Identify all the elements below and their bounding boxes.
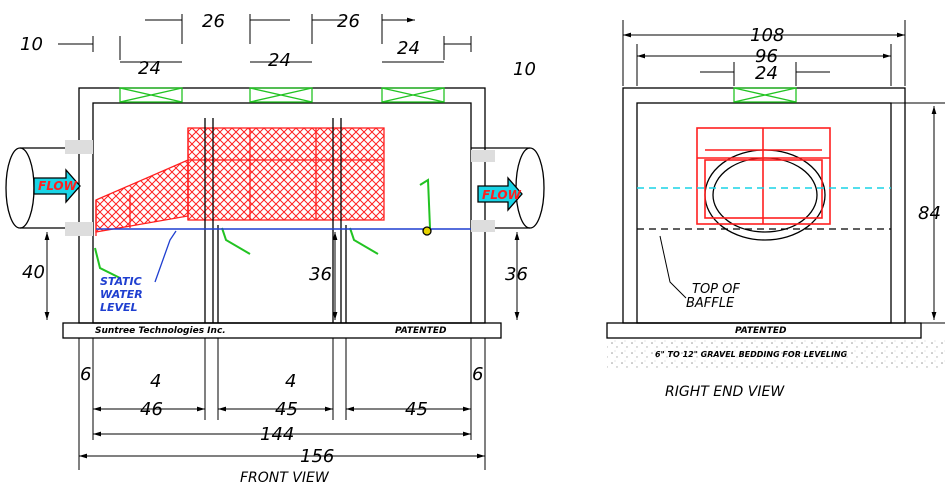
patented-front: PATENTED [395, 326, 447, 336]
bottom-dimensions [78, 338, 486, 470]
top-dimensions [58, 14, 472, 63]
gravel-bed [607, 338, 945, 370]
float-indicator [422, 226, 432, 236]
dim-156: 156 [300, 446, 334, 467]
dim-108: 108 [750, 25, 784, 46]
dim-10-left: 10 [20, 34, 43, 55]
end-lid-opening [733, 87, 797, 103]
baffle-posts [204, 118, 347, 323]
dim-top-26a: 26 [202, 11, 225, 32]
lid-openings [119, 87, 445, 103]
dim-36-right: 36 [505, 264, 528, 285]
filter-fins [94, 178, 431, 279]
dim-24-a: 24 [138, 58, 161, 79]
dim-6-left: 6 [80, 364, 91, 385]
dim-84: 84 [918, 203, 941, 224]
gravel-label: 6" TO 12" GRAVEL BEDDING FOR LEVELING [655, 350, 848, 359]
front-labels: 26 26 10 24 24 24 10 FLOW FLOW STATIC WA… [20, 11, 536, 486]
end-dimensions [622, 20, 945, 324]
flow-label-left: FLOW [38, 179, 78, 193]
dim-40: 40 [22, 262, 45, 283]
pipe-section [704, 149, 826, 241]
patented-end: PATENTED [735, 326, 787, 336]
dim-45-a: 45 [275, 399, 298, 420]
height-dimensions [44, 232, 520, 320]
flow-arrow-right [477, 176, 523, 212]
end-view [606, 20, 945, 370]
dim-45-b: 45 [405, 399, 428, 420]
end-basket [696, 127, 831, 225]
dim-144: 144 [260, 424, 294, 445]
maker-label: Suntree Technologies Inc. [95, 326, 226, 336]
pipe-section-inner [712, 157, 818, 233]
vault-base-slab [62, 322, 502, 339]
dim-24-b: 24 [268, 50, 291, 71]
end-labels: 108 96 24 84 TOP OF BAFFLE PATENTED 6" T… [655, 25, 941, 400]
baffle-leader [659, 235, 687, 299]
dim-36-mid: 36 [309, 264, 332, 285]
baffle-label-2: BAFFLE [686, 296, 735, 311]
flow-arrow-left [33, 168, 81, 204]
end-vault-outer [622, 87, 906, 324]
static-label-3: LEVEL [100, 301, 138, 314]
front-view [5, 14, 545, 470]
end-vault-inner [636, 102, 892, 324]
water-leader [154, 230, 177, 283]
dim-46: 46 [140, 399, 163, 420]
dim-96: 96 [755, 46, 778, 67]
front-view-title: FRONT VIEW [240, 470, 330, 486]
dim-4-b: 4 [285, 371, 296, 392]
dim-4-a: 4 [150, 371, 161, 392]
end-view-title: RIGHT END VIEW [665, 384, 785, 400]
baffle-label-1: TOP OF [692, 282, 740, 297]
static-label-1: STATIC [100, 275, 142, 288]
static-label-2: WATER [100, 288, 143, 301]
dim-6-right: 6 [472, 364, 483, 385]
flow-label-right: FLOW [482, 188, 522, 202]
dim-top-26b: 26 [337, 11, 360, 32]
dim-24-end: 24 [755, 63, 778, 84]
screen-basket [95, 127, 385, 236]
dim-24-c: 24 [397, 38, 420, 59]
dim-10-right: 10 [513, 59, 536, 80]
